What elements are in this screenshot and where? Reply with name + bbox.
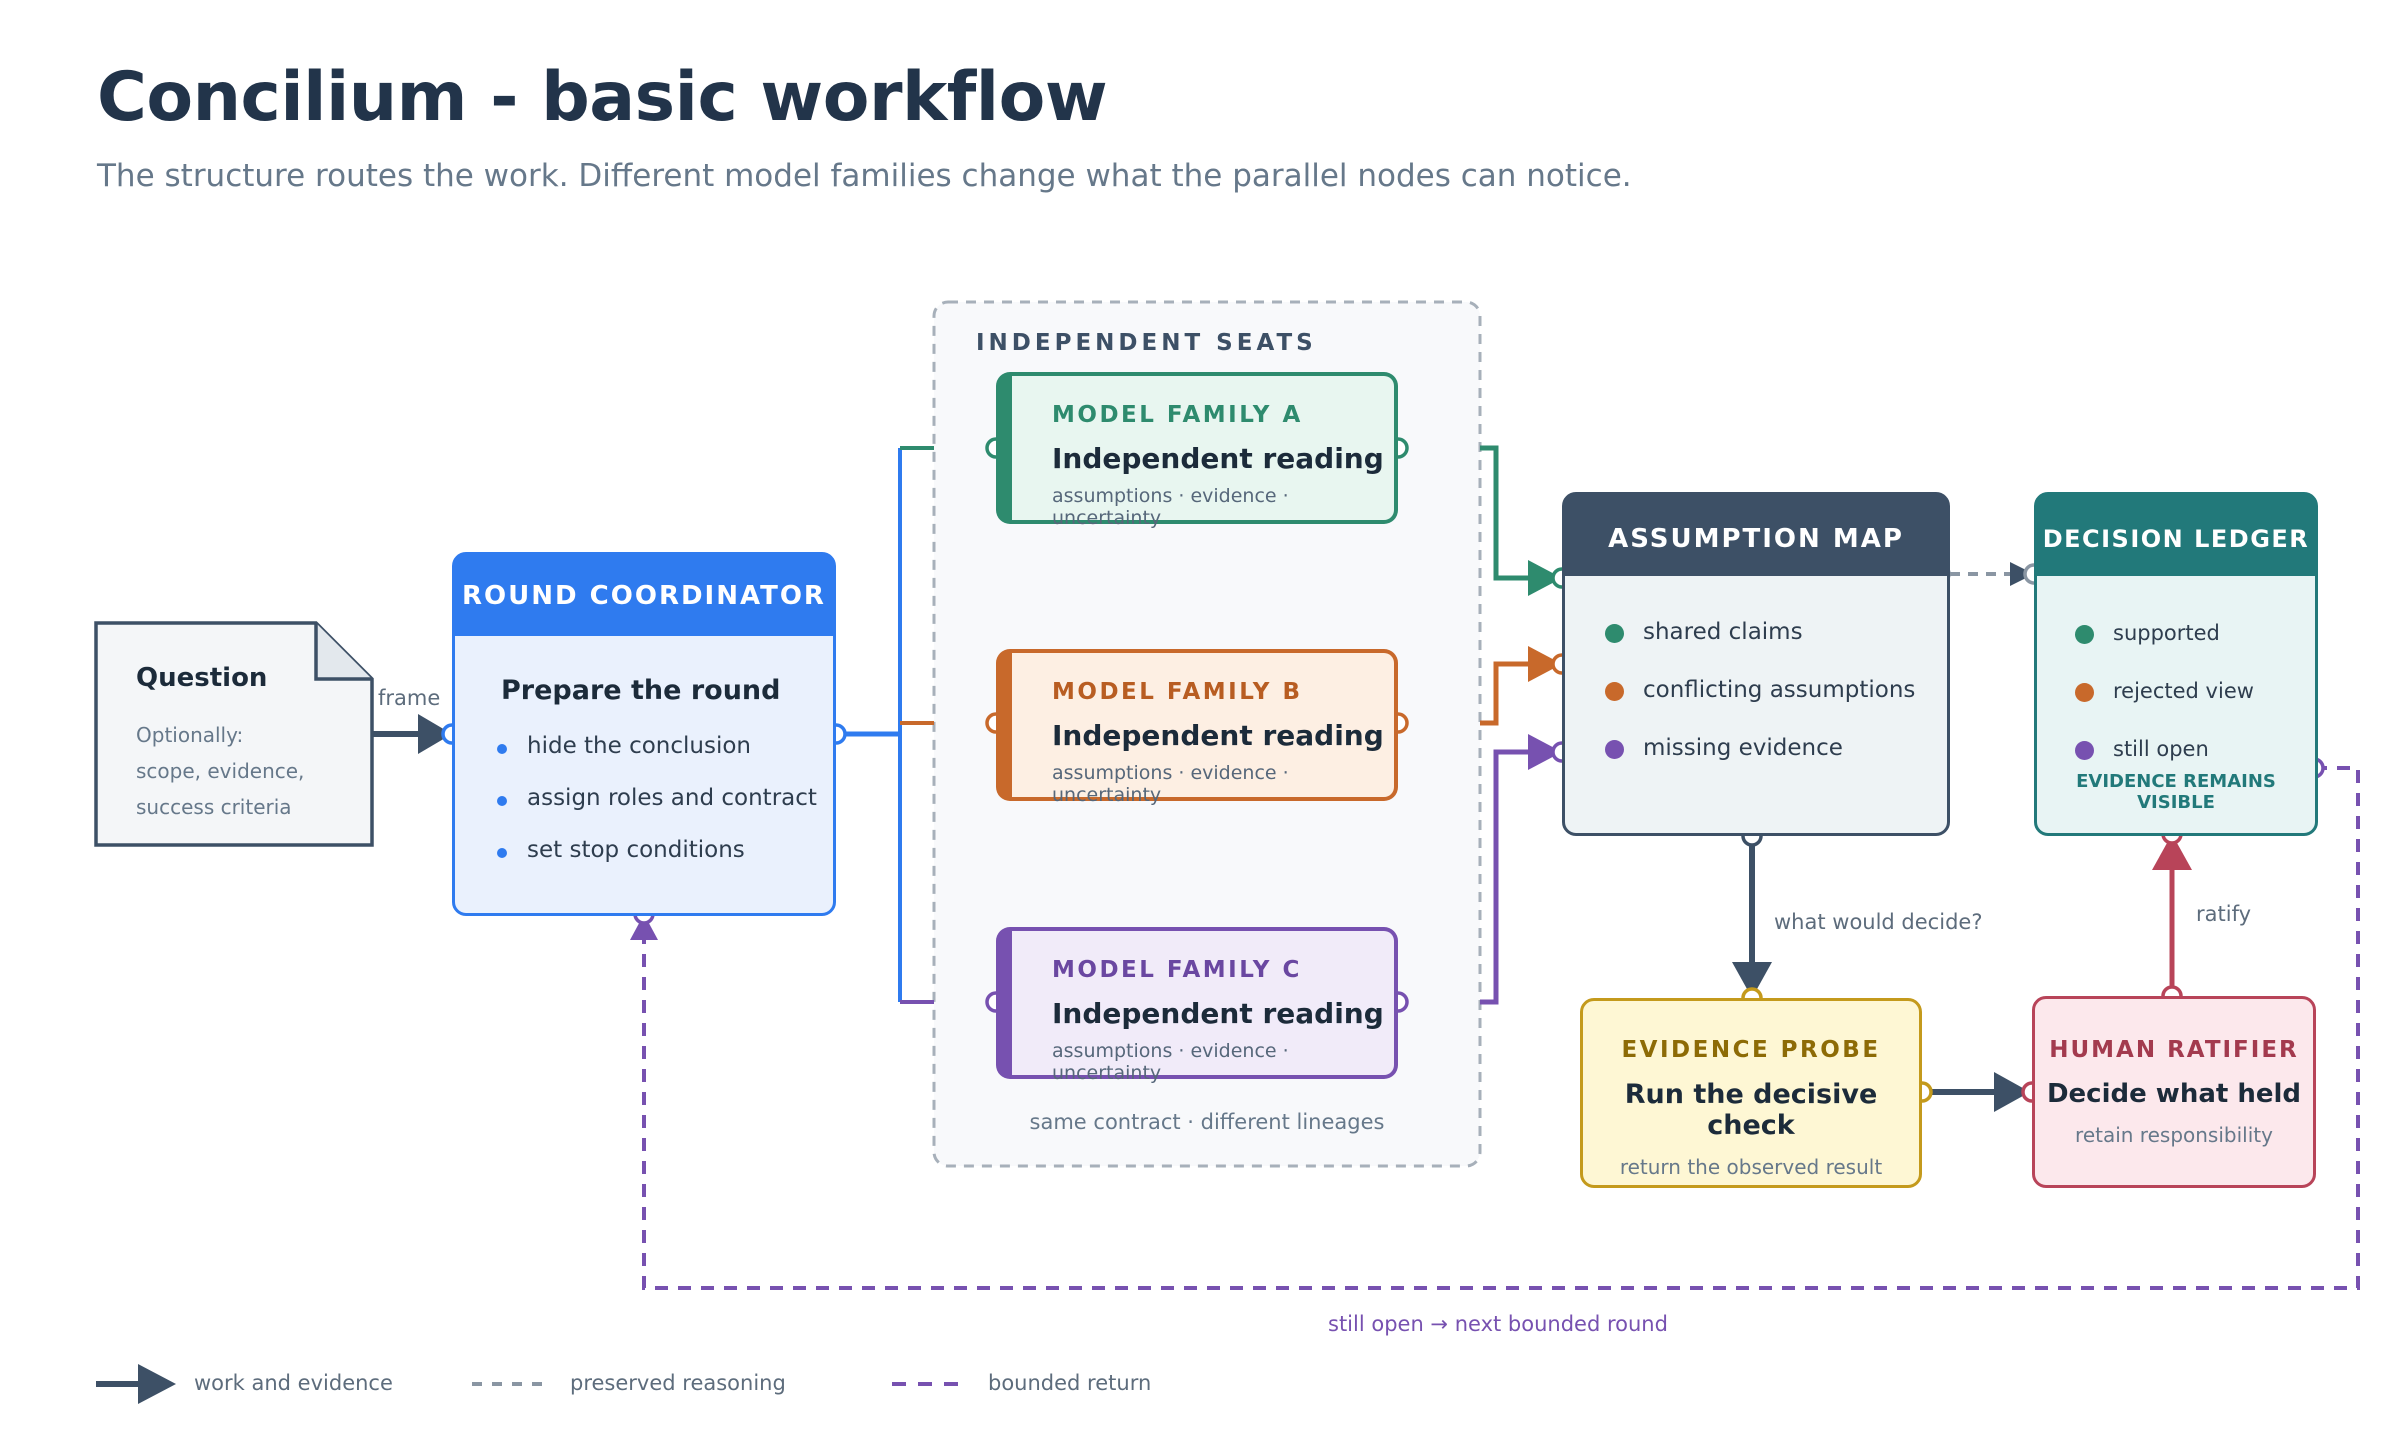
evidence-probe-detail: return the observed result: [1619, 1155, 1883, 1179]
bullet-dot: [2075, 741, 2094, 760]
seats-group-footer: same contract · different lineages: [1029, 1110, 1385, 1134]
edge-seat-b-map: [1480, 661, 1540, 726]
bounded-return-label: still open → next bounded round: [1328, 1312, 1668, 1336]
question-line-2: scope, evidence,: [136, 759, 305, 783]
evidence-probe-title: Run the decisive check: [1624, 1079, 1878, 1141]
human-ratifier-card: HUMAN RATIFIER Decide what held retain r…: [2032, 996, 2316, 1188]
assumption-map-item: missing evidence: [1605, 735, 1915, 793]
bullet-dot: [2075, 625, 2094, 644]
seat-b-detail: assumptions · evidence · uncertainty: [1052, 762, 1289, 806]
seat-card-c: MODEL FAMILY C Independent reading assum…: [996, 927, 1398, 1084]
seat-a-detail: assumptions · evidence · uncertainty: [1052, 485, 1289, 529]
assumption-map-header: ASSUMPTION MAP: [1564, 494, 1948, 576]
seat-c-title: Independent reading: [1052, 997, 1384, 1030]
bullet-dot: [1605, 682, 1624, 701]
evidence-probe-kicker: EVIDENCE PROBE: [1621, 1037, 1881, 1063]
arrowhead-question-coordinator: [418, 714, 452, 754]
edge-seat-c-map: [1480, 749, 1540, 1005]
edge-seat-a-map: [1480, 445, 1540, 581]
seat-a-title: Independent reading: [1052, 442, 1384, 475]
seat-card-b: MODEL FAMILY B Independent reading assum…: [996, 649, 1398, 806]
seat-b-kicker: MODEL FAMILY B: [1052, 679, 1303, 705]
edge-label-ratify: ratify: [2196, 902, 2252, 926]
coordinator-title: Prepare the round: [501, 675, 781, 706]
assumption-map-card: ASSUMPTION MAP shared claims conflicting…: [1562, 492, 1950, 836]
coordinator-header: ROUND COORDINATOR: [454, 554, 834, 636]
question-card: Question Optionally: scope, evidence, su…: [96, 623, 372, 845]
decision-ledger-footer: EVIDENCE REMAINS VISIBLE: [2076, 771, 2276, 813]
coordinator-item: set stop conditions: [497, 837, 817, 889]
coordinator-item: assign roles and contract: [497, 785, 817, 837]
legend-work-and-evidence: work and evidence: [194, 1371, 393, 1395]
question-line-3: success criteria: [136, 795, 292, 819]
seat-c-kicker: MODEL FAMILY C: [1052, 957, 1302, 983]
decision-ledger-item: rejected view: [2075, 679, 2254, 737]
decision-ledger-list: supported rejected view still open: [2075, 621, 2254, 795]
decision-ledger-item: supported: [2075, 621, 2254, 679]
bullet-dot: [497, 744, 507, 754]
assumption-map-item: conflicting assumptions: [1605, 677, 1915, 735]
assumption-map-item: shared claims: [1605, 619, 1915, 677]
round-coordinator-card: ROUND COORDINATOR Prepare the round hide…: [452, 552, 836, 916]
seat-a-kicker: MODEL FAMILY A: [1052, 402, 1303, 428]
page-subtitle: The structure routes the work. Different…: [97, 158, 1632, 194]
bullet-dot: [497, 848, 507, 858]
legend-bounded-return: bounded return: [988, 1371, 1152, 1395]
human-ratifier-detail: retain responsibility: [2075, 1123, 2273, 1147]
edge-bounded-return: [642, 766, 2360, 1290]
decision-ledger-card: DECISION LEDGER supported rejected view …: [2034, 492, 2318, 836]
assumption-map-list: shared claims conflicting assumptions mi…: [1605, 619, 1915, 793]
edge-label-what-would-decide: what would decide?: [1774, 910, 1983, 934]
human-ratifier-title: Decide what held: [2046, 1079, 2302, 1109]
edge-label-frame: frame: [378, 686, 441, 710]
human-ratifier-kicker: HUMAN RATIFIER: [2049, 1037, 2299, 1063]
decision-ledger-header: DECISION LEDGER: [2036, 494, 2316, 576]
question-card-shape: [94, 621, 374, 847]
seat-card-a: MODEL FAMILY A Independent reading assum…: [996, 372, 1398, 529]
page-title: Concilium - basic workflow: [97, 58, 1108, 137]
seat-c-detail: assumptions · evidence · uncertainty: [1052, 1040, 1289, 1084]
seats-group-label: INDEPENDENT SEATS: [976, 330, 1317, 356]
question-line-1: Optionally:: [136, 723, 244, 747]
bullet-dot: [1605, 740, 1624, 759]
bullet-dot: [497, 796, 507, 806]
question-title: Question: [136, 663, 268, 693]
legend-preserved-reasoning: preserved reasoning: [570, 1371, 786, 1395]
seat-b-title: Independent reading: [1052, 719, 1384, 752]
coordinator-list: hide the conclusion assign roles and con…: [497, 733, 817, 889]
decision-ledger-item: still open: [2075, 737, 2254, 795]
evidence-probe-card: EVIDENCE PROBE Run the decisive check re…: [1580, 998, 1922, 1188]
coordinator-item: hide the conclusion: [497, 733, 817, 785]
bullet-dot: [1605, 624, 1624, 643]
bullet-dot: [2075, 683, 2094, 702]
